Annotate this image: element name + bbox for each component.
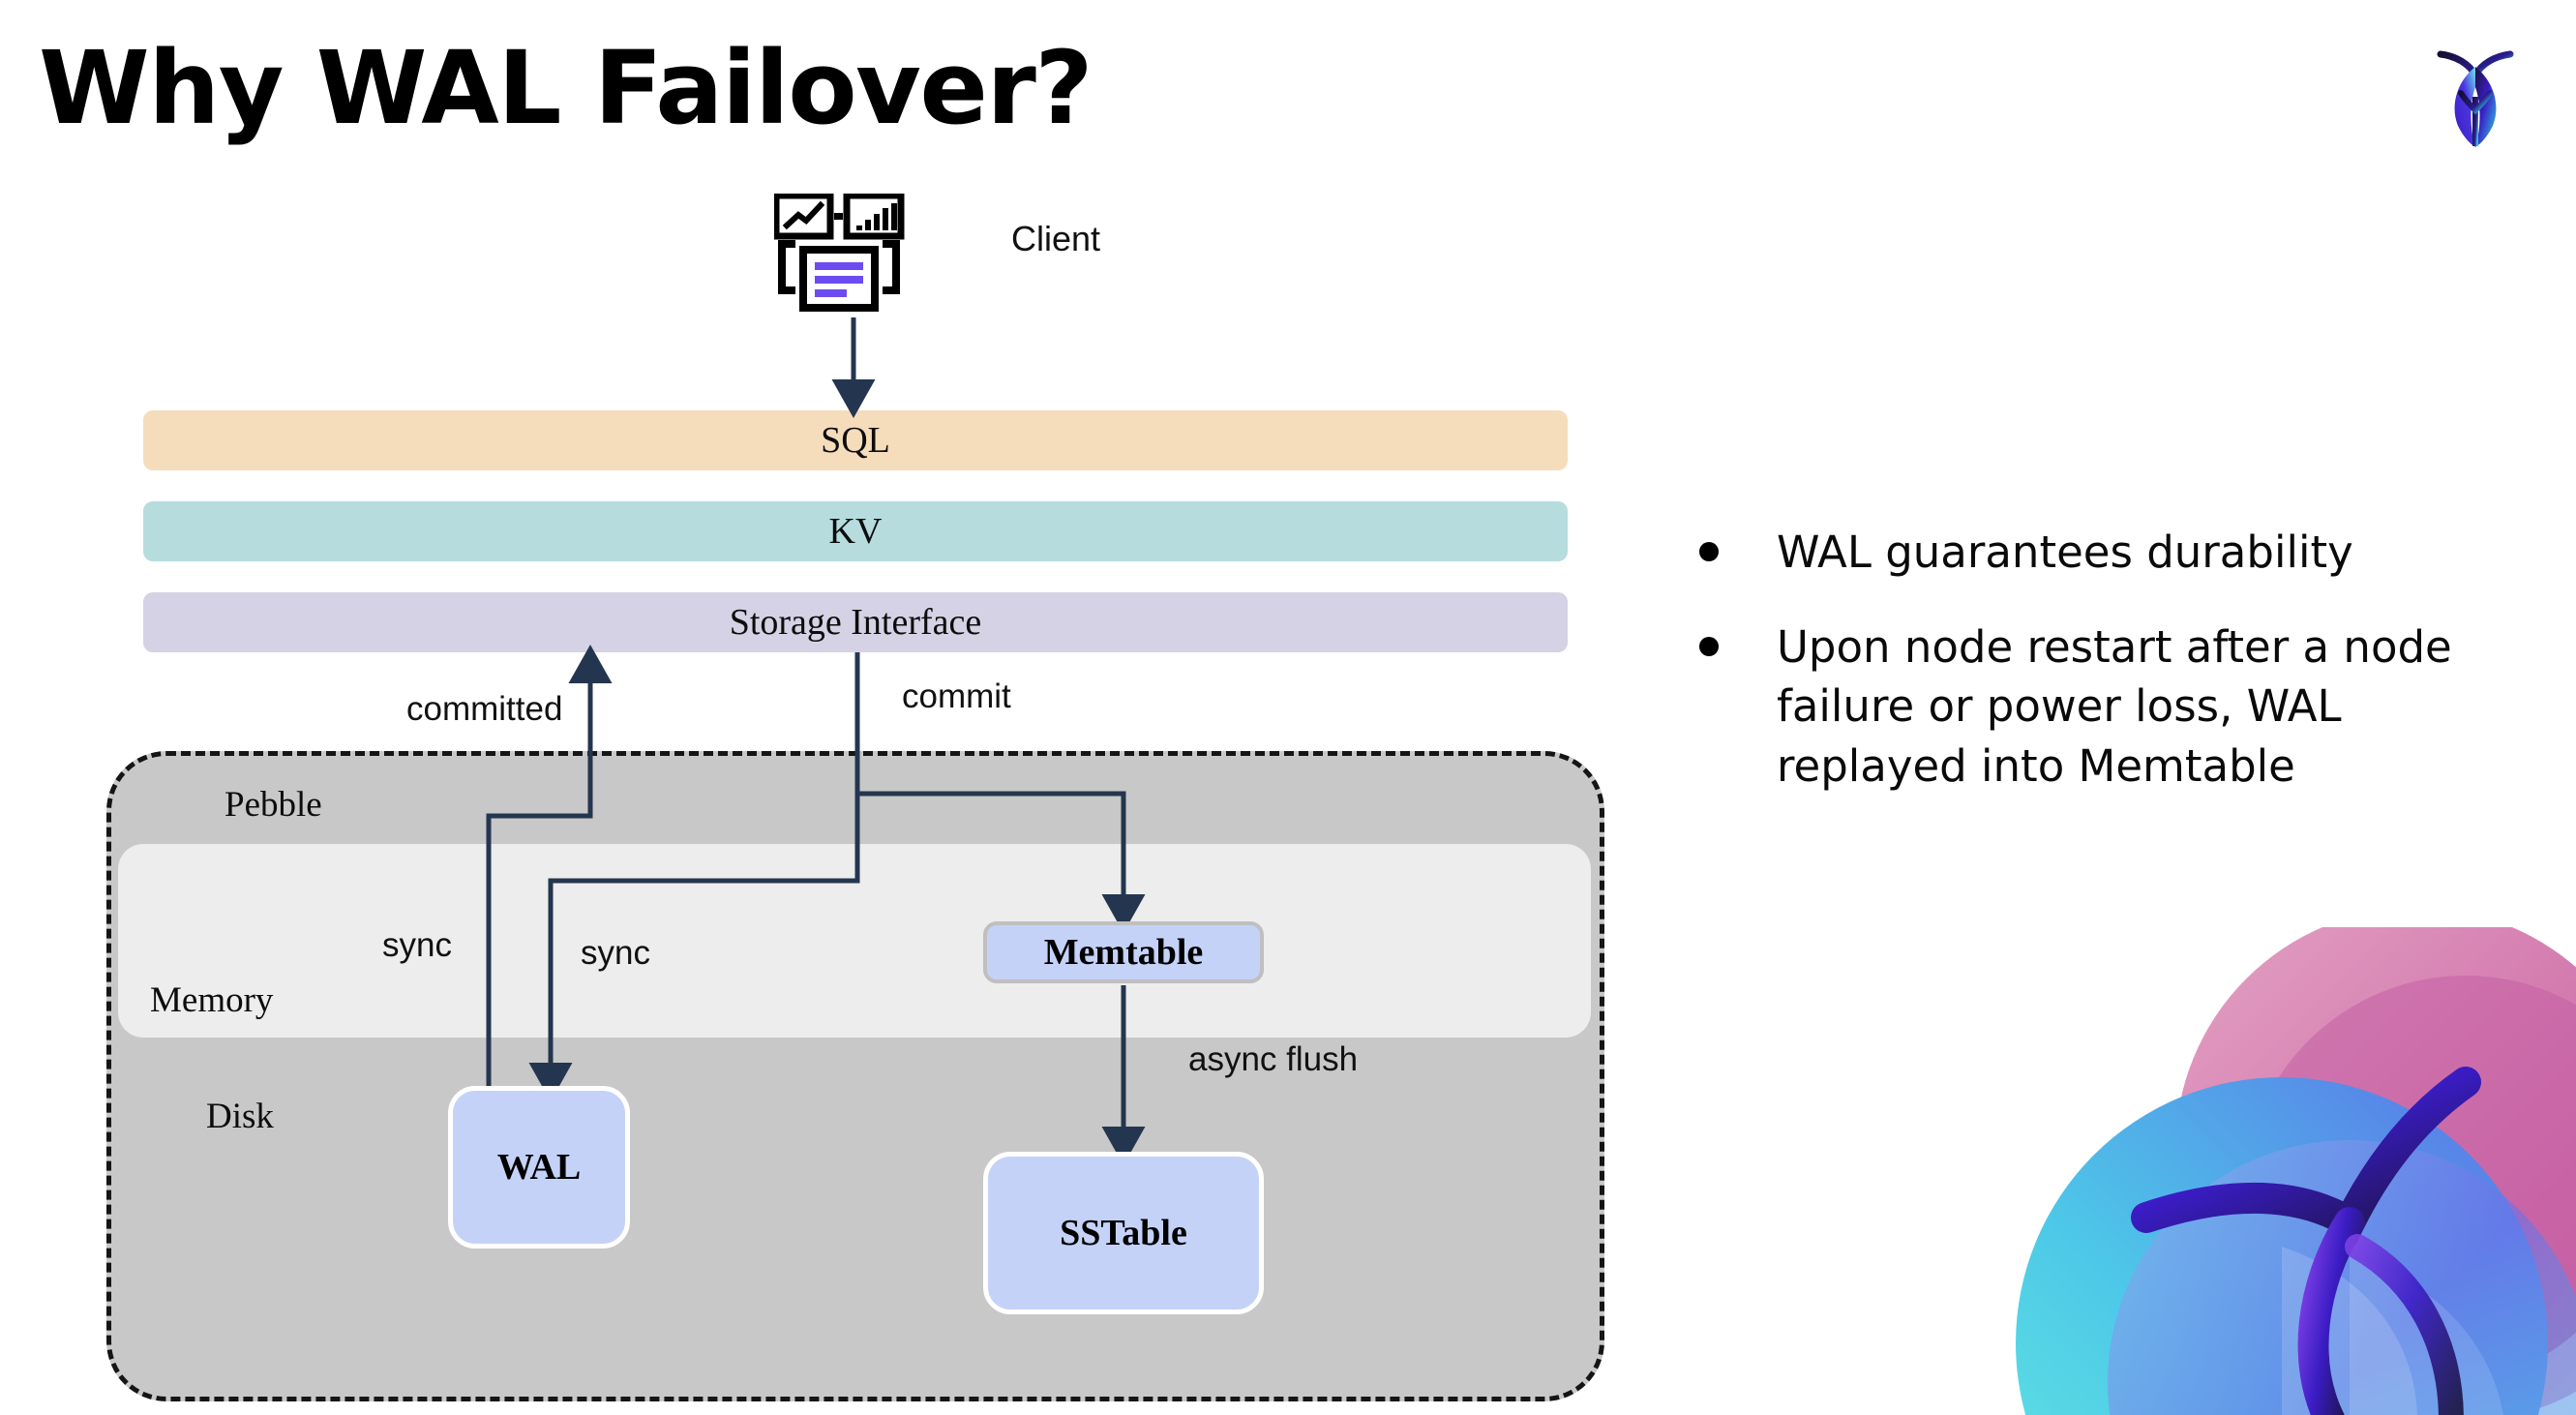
client-dashboard-icon (772, 192, 929, 319)
page-title: Why WAL Failover? (39, 29, 1093, 147)
layer-bar-kv: KV (143, 501, 1568, 561)
bullet-text: Upon node restart after a node failure o… (1777, 620, 2452, 792)
cockroachdb-logo (2417, 37, 2533, 163)
node-sstable-label: SSTable (1060, 1213, 1187, 1253)
edge-label-sync-1: sync (382, 926, 452, 964)
edge-label-async-flush: async flush (1188, 1040, 1359, 1078)
edge-label-commit: commit (902, 677, 1011, 715)
layer-bar-kv-label: KV (828, 511, 883, 552)
bullet-dot-icon (1699, 542, 1719, 561)
edge-label-sync-2: sync (581, 934, 650, 972)
list-item: WAL guarantees durability (1699, 523, 2531, 583)
node-memtable-label: Memtable (1043, 932, 1204, 973)
cockroachdb-watermark (1962, 927, 2576, 1415)
memory-label: Memory (150, 980, 274, 1020)
node-wal-label: WAL (496, 1147, 582, 1188)
layer-bar-storage-interface: Storage Interface (143, 592, 1568, 652)
list-item: Upon node restart after a node failure o… (1699, 617, 2531, 797)
layer-bar-sql-label: SQL (821, 420, 890, 461)
bullet-dot-icon (1699, 636, 1719, 656)
bullet-text: WAL guarantees durability (1777, 527, 2353, 578)
layer-bar-sql: SQL (143, 410, 1568, 470)
bullet-list: WAL guarantees durability Upon node rest… (1699, 523, 2531, 831)
layer-bar-storage-interface-label: Storage Interface (729, 602, 982, 643)
pebble-label: Pebble (225, 785, 322, 825)
node-wal: WAL (448, 1086, 630, 1249)
node-sstable: SSTable (983, 1152, 1264, 1314)
memory-region (118, 844, 1591, 1038)
disk-label: Disk (206, 1097, 274, 1136)
client-label: Client (1011, 219, 1101, 258)
edge-label-committed: committed (406, 690, 563, 728)
node-memtable: Memtable (983, 921, 1264, 983)
